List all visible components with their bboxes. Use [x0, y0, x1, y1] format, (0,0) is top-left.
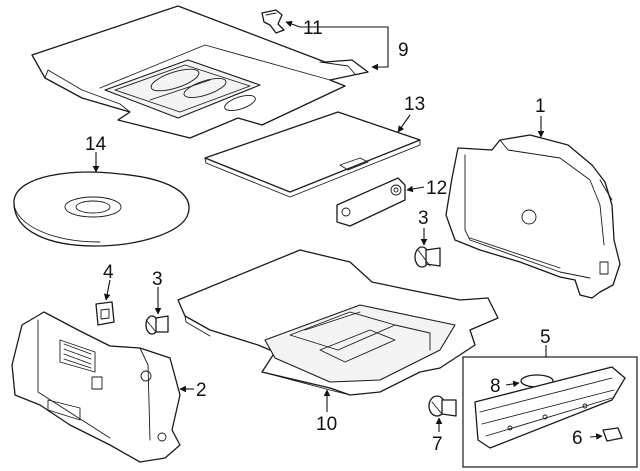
- callout-labels: 11 9 13 1 14 12 3 4 3 2 10 7 5 8 6: [85, 18, 583, 455]
- callout-3-left: 3: [152, 269, 163, 290]
- callout-8: 8: [490, 376, 501, 397]
- callout-12: 12: [426, 178, 447, 199]
- callout-9: 9: [398, 40, 409, 61]
- push-pin-bottom: [428, 395, 457, 417]
- push-pin-right: [414, 246, 441, 268]
- callout-2: 2: [196, 380, 207, 401]
- push-pin-left: [145, 315, 169, 335]
- callout-1: 1: [535, 96, 546, 117]
- callout-5: 5: [540, 327, 551, 348]
- leader-lines: [92, 20, 603, 440]
- clip-part-11: [261, 9, 285, 34]
- spare-tire-cover: [13, 171, 190, 247]
- callout-6: 6: [572, 428, 583, 449]
- callout-13: 13: [404, 94, 425, 115]
- callout-7: 7: [432, 434, 443, 455]
- callout-3-right: 3: [418, 208, 429, 229]
- callout-4: 4: [103, 262, 114, 283]
- trunk-side-trim-left: [11, 311, 181, 463]
- trunk-side-trim-right: [445, 134, 621, 299]
- callout-14: 14: [85, 134, 107, 155]
- part-5-group-box: [462, 356, 638, 468]
- trunk-floor-tub: [177, 249, 499, 396]
- clip-part-6: [602, 427, 623, 442]
- callout-10: 10: [316, 414, 337, 435]
- bracket-part-12: [336, 177, 406, 227]
- trunk-floor-panel-upper: [31, 5, 369, 139]
- callout-11: 11: [303, 18, 323, 39]
- trunk-floor-cover: [204, 111, 421, 198]
- clip-part-4: [95, 301, 115, 326]
